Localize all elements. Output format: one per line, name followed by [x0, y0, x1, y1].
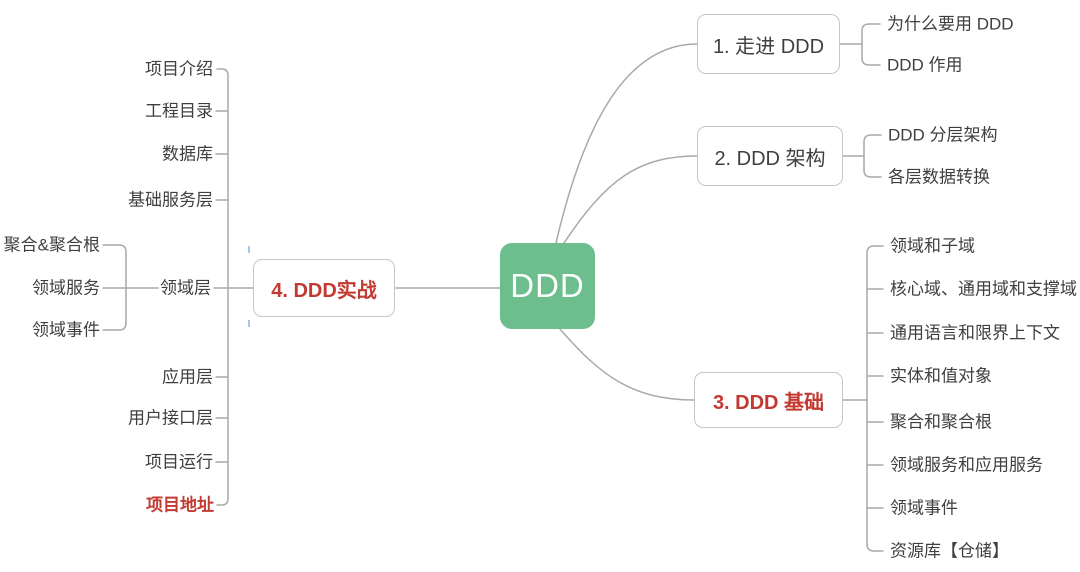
leaf-node-project-structure[interactable]: 工程目录	[145, 101, 213, 121]
selection-handle-top	[248, 246, 250, 253]
branch-1-label: 1. 走进 DDD	[712, 35, 825, 58]
branch-4-label: 4. DDD实战	[271, 279, 377, 302]
root-node-ddd[interactable]: DDD	[500, 243, 595, 329]
leaf-node-entity-and-value-object[interactable]: 实体和值对象	[890, 366, 992, 386]
leaf-node-aggregate-and-aggregate-root[interactable]: 聚合和聚合根	[890, 412, 992, 432]
connector-root-to-branch2	[563, 155, 698, 244]
connector-branch1-child2	[861, 43, 881, 66]
leaf-node-domain-layer[interactable]: 领域层	[160, 278, 211, 298]
leaf-node-repository[interactable]: 资源库【仓储】	[890, 541, 1009, 561]
leaf-node-database[interactable]: 数据库	[162, 144, 213, 164]
leaf-node-aggregate-and-root[interactable]: 聚合&聚合根	[3, 235, 100, 255]
leaf-node-project-intro[interactable]: 项目介绍	[145, 59, 213, 79]
leaf-node-domain-and-subdomain[interactable]: 领域和子域	[890, 236, 975, 256]
branch-node-3-ddd-basics[interactable]: 3. DDD 基础	[694, 372, 843, 428]
connector-branch3-bracket-top	[866, 245, 884, 545]
branch-node-2-ddd-architecture[interactable]: 2. DDD 架构	[697, 126, 843, 186]
connector-branch4-bracket-top	[216, 68, 229, 499]
leaf-node-infrastructure-layer[interactable]: 基础服务层	[128, 190, 213, 210]
leaf-node-application-layer[interactable]: 应用层	[162, 367, 213, 387]
leaf-node-ubiquitous-language-bounded-context[interactable]: 通用语言和限界上下文	[890, 323, 1060, 343]
selection-handle-bottom	[248, 320, 250, 327]
connector-domain-bracket-bottom	[102, 322, 127, 331]
leaf-node-ddd-usage[interactable]: DDD 作用	[887, 55, 963, 75]
connector-branch1-child1	[861, 23, 881, 45]
connector-branch3-bracket-bottom	[866, 543, 884, 552]
leaf-node-domain-event[interactable]: 领域事件	[890, 498, 958, 518]
branch-node-1-enter-ddd[interactable]: 1. 走进 DDD	[697, 14, 840, 74]
leaf-node-why-use-ddd[interactable]: 为什么要用 DDD	[887, 14, 1014, 34]
leaf-node-layer-data-conversion[interactable]: 各层数据转换	[888, 167, 990, 187]
branch-2-label: 2. DDD 架构	[714, 147, 826, 170]
leaf-node-user-interface-layer[interactable]: 用户接口层	[128, 408, 213, 428]
leaf-node-project-run[interactable]: 项目运行	[145, 452, 213, 472]
leaf-node-domain-service-and-application-service[interactable]: 领域服务和应用服务	[890, 455, 1043, 475]
connector-branch2-child1	[863, 134, 882, 157]
leaf-node-ddd-layered-architecture[interactable]: DDD 分层架构	[888, 125, 998, 145]
connector-branch2-child2	[863, 155, 882, 178]
connector-root-to-branch1	[555, 43, 698, 244]
leaf-node-domain-service[interactable]: 领域服务	[32, 278, 100, 298]
branch-node-4-ddd-practice[interactable]: 4. DDD实战	[253, 259, 395, 317]
root-label: DDD	[510, 267, 585, 304]
connector-branch4-bracket-bottom	[216, 497, 229, 506]
leaf-node-core-generic-supporting-domain[interactable]: 核心域、通用域和支撑域	[890, 279, 1077, 299]
leaf-node-domain-event-sub[interactable]: 领域事件	[32, 320, 100, 340]
branch-3-label: 3. DDD 基础	[712, 391, 825, 414]
connector-domain-bracket-top	[102, 244, 127, 324]
leaf-node-project-address[interactable]: 项目地址	[146, 495, 214, 515]
connector-root-to-branch3	[559, 328, 695, 401]
